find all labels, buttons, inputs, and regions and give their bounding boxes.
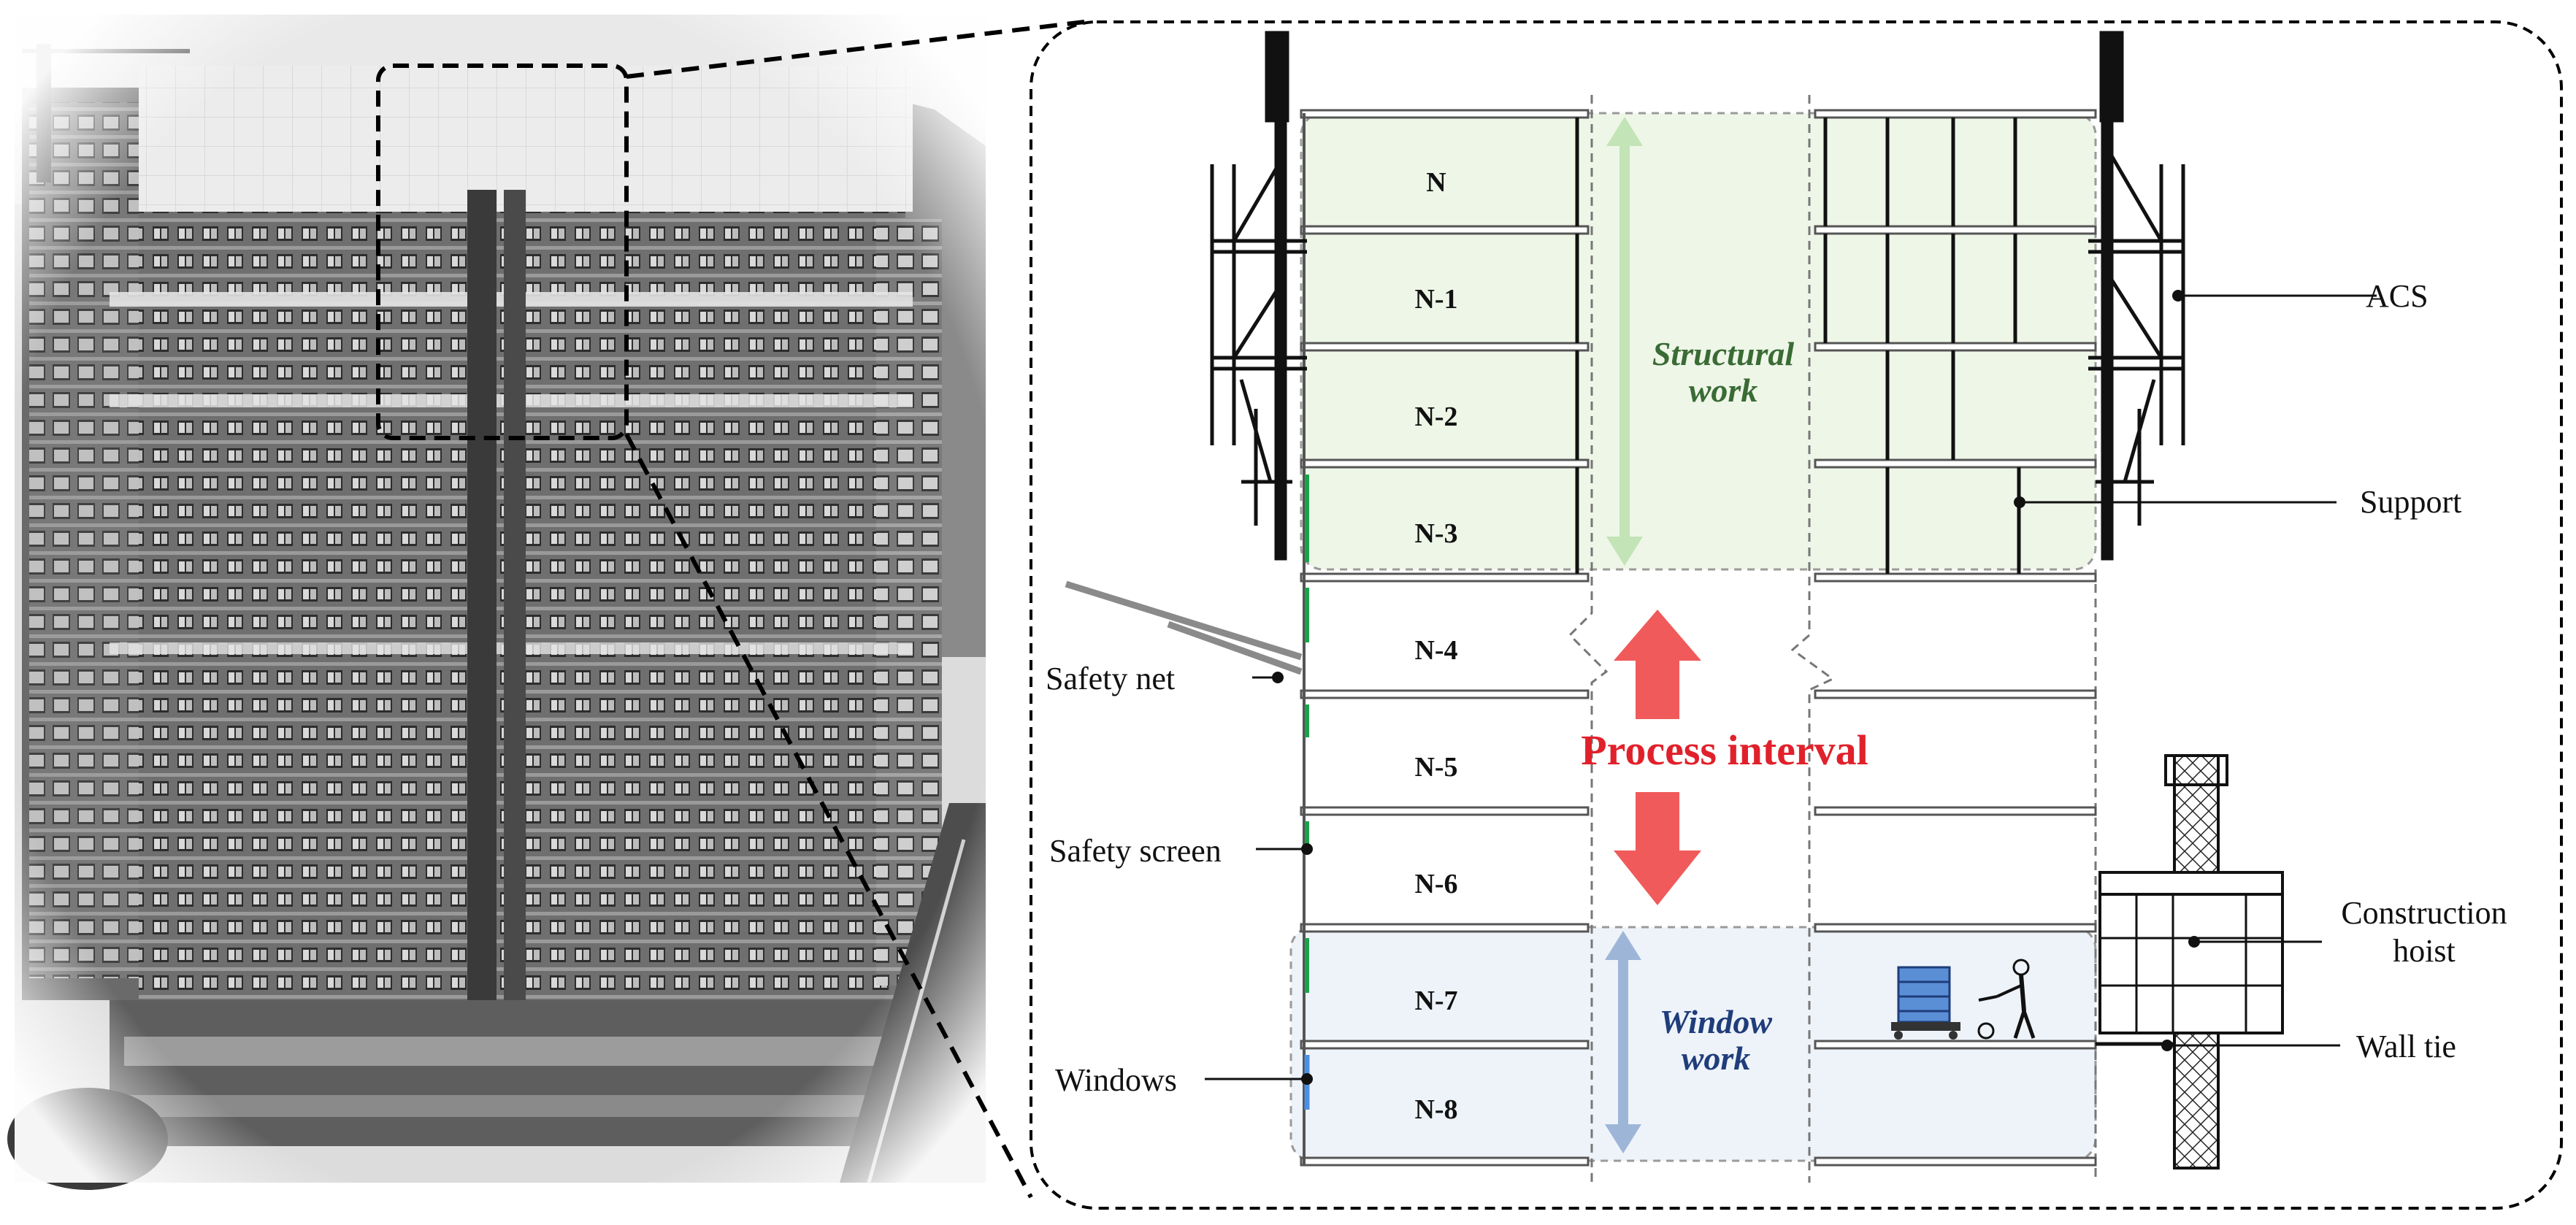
core-walls (1568, 95, 2097, 1183)
callout-construction-hoist-line1: Construction (2341, 895, 2507, 931)
floor-label-n-7: N-7 (1414, 986, 1457, 1016)
callout-safety-net: Safety net (1046, 661, 1175, 696)
callout-acs: ACS (2366, 278, 2429, 314)
window-work-arrow (1605, 931, 1641, 1153)
window-pallet-and-worker (1891, 959, 2036, 1040)
shoring-supports (1575, 118, 2021, 574)
floor-label-n-3: N-3 (1414, 518, 1457, 549)
floor-label-n-5: N-5 (1414, 752, 1457, 783)
floor-labels: N N-1 N-2 N-3 N-4 N-5 N-6 N-7 N-8 (1414, 167, 1457, 1125)
floor-label-n-4: N-4 (1414, 635, 1457, 666)
right-acs-scaffold (2088, 31, 2185, 561)
callout-safety-screen: Safety screen (1049, 833, 1222, 869)
window-work-label-line2: work (1682, 1040, 1751, 1077)
floor-label-n-2: N-2 (1414, 402, 1457, 432)
floor-slabs (1300, 109, 2097, 1167)
zoom-box (376, 64, 629, 440)
callout-support: Support (2360, 484, 2461, 520)
structural-work-label-line1: Structural (1652, 335, 1795, 372)
callouts: ACS Support Safety net Safety screen Win… (1046, 278, 2507, 1098)
callout-construction-hoist-line2: hoist (2393, 933, 2456, 969)
structural-work-arrow (1606, 117, 1643, 566)
window-work-label-line1: Window (1660, 1003, 1773, 1040)
floor-label-n: N (1426, 167, 1446, 198)
callout-wall-tie: Wall tie (2356, 1029, 2456, 1064)
floor-label-n-1: N-1 (1414, 284, 1457, 315)
left-acs-scaffold (1210, 31, 1307, 561)
building-photo (7, 15, 986, 1190)
floor-label-n-8: N-8 (1414, 1094, 1457, 1125)
window-work-zone (1289, 926, 2097, 1162)
process-interval-arrows (1614, 610, 1701, 905)
floor-label-n-6: N-6 (1414, 869, 1457, 899)
process-interval-label: Process interval (1581, 726, 1868, 774)
callout-windows: Windows (1055, 1062, 1177, 1098)
zoom-connector-bottom (624, 433, 1033, 1199)
detail-frame (1030, 20, 2563, 1210)
zoom-connector-top (626, 20, 1085, 79)
structural-work-label-line2: work (1689, 372, 1758, 409)
construction-hoist (2096, 754, 2284, 1170)
safety-net (1065, 580, 1303, 675)
